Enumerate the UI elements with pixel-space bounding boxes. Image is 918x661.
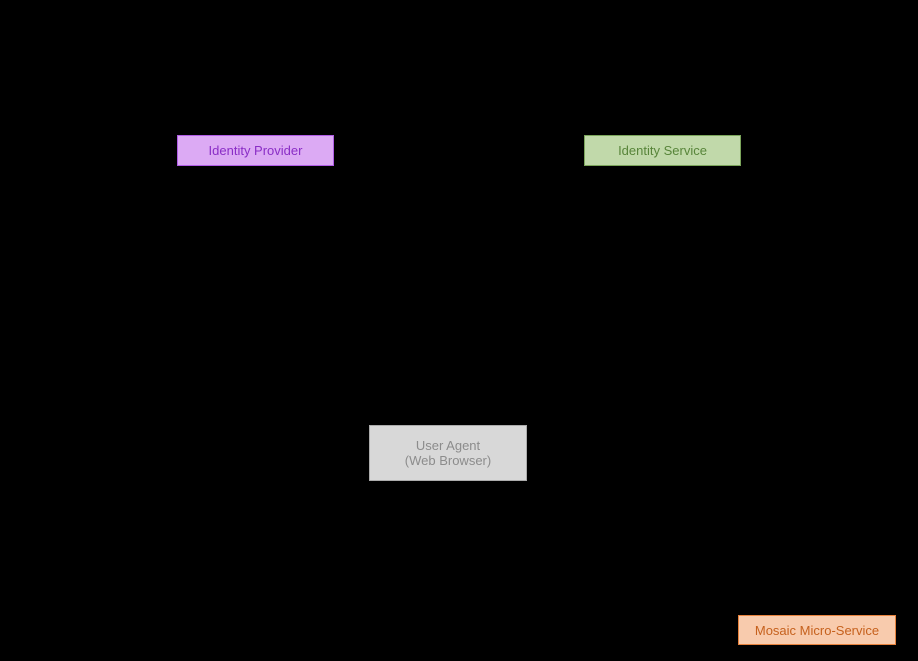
participant-identity-provider-label: Identity Provider (208, 143, 303, 158)
participant-mosaic-micro-service: Mosaic Micro-Service (738, 615, 896, 645)
participant-mosaic-micro-service-label: Mosaic Micro-Service (754, 622, 880, 638)
participant-user-agent-label-line2: (Web Browser) (404, 453, 492, 468)
participant-identity-service: Identity Service (584, 135, 741, 166)
participant-user-agent-label-line1: User Agent (415, 438, 481, 453)
participant-identity-service-label: Identity Service (618, 143, 707, 158)
participant-user-agent: User Agent (Web Browser) (369, 425, 527, 481)
participant-identity-provider: Identity Provider (177, 135, 334, 166)
